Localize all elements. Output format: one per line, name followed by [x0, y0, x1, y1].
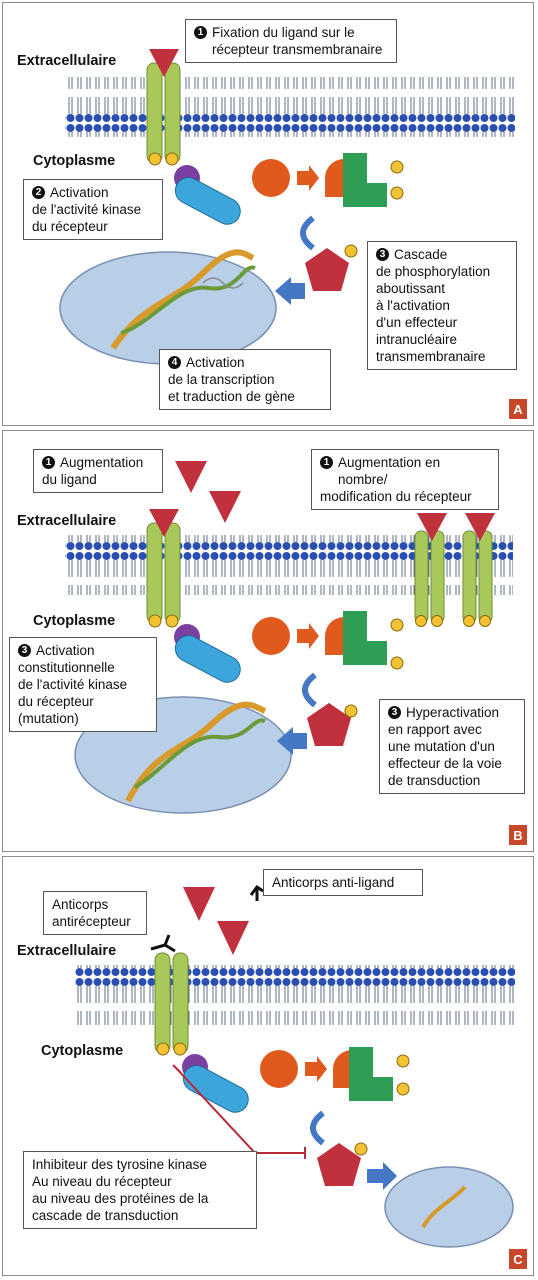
green-protein [343, 153, 387, 207]
cytoplasm-label: Cytoplasme [33, 153, 116, 169]
cell-membrane [65, 77, 515, 137]
dna-helix-icon [110, 249, 256, 350]
sos-protein [174, 624, 241, 683]
panel-c: Extracellulaire Cytoplasme Anticorps ant… [2, 856, 534, 1276]
curved-arrow [300, 215, 315, 251]
ligand-antibody-icon [249, 884, 264, 901]
panel-a-tag: A [509, 399, 527, 419]
green-protein [349, 1047, 393, 1101]
cytoplasm-label: Cytoplasme [33, 613, 116, 629]
extracellular-label: Extracellulaire [17, 513, 117, 529]
arrow-right [367, 1162, 397, 1190]
panel-c-illustration [75, 884, 515, 1248]
cell-membrane [75, 965, 515, 1025]
receptor-antibody-icon [150, 934, 176, 953]
orange-protein-1 [252, 159, 290, 197]
nucleus [59, 251, 277, 365]
cell-membrane [65, 535, 513, 595]
antibody-receptor-box: Anticorps antirécepteur [43, 891, 147, 935]
inhibitor-lines [172, 1064, 306, 1159]
sos-protein [174, 165, 241, 225]
panel-a-illustration [59, 49, 515, 365]
ligand-triangles [183, 887, 249, 955]
cytoplasm-label: Cytoplasme [41, 1043, 124, 1059]
extracellular-label: Extracellulaire [17, 943, 117, 959]
panel-b-illustration [65, 461, 513, 814]
pentagon-effector [317, 1143, 361, 1186]
ligand-triangle [149, 49, 179, 77]
ligand-triangles [149, 461, 495, 541]
panel-b-tag: B [509, 825, 527, 845]
pentagon-effector [307, 703, 351, 746]
antibody-ligand-box: Anticorps anti-ligand [263, 869, 423, 896]
arrow-left [275, 277, 305, 305]
panel-c-tag: C [509, 1249, 527, 1269]
orange-protein-1 [252, 617, 290, 655]
receptor [146, 522, 181, 628]
extra-receptors [414, 530, 493, 627]
arrow-right [297, 165, 319, 191]
receptor [154, 952, 189, 1056]
pentagon-effector [305, 248, 349, 291]
green-protein [343, 611, 387, 665]
inhibitor-box: Inhibiteur des tyrosine kinase Au niveau… [23, 1151, 257, 1229]
orange-protein-1 [260, 1050, 298, 1088]
receptor [146, 62, 181, 166]
extracellular-label: Extracellulaire [17, 53, 117, 69]
dna-helix-icon [125, 701, 267, 803]
sos-protein [182, 1054, 249, 1113]
dna-helix-icon [421, 1185, 467, 1229]
nucleus [384, 1166, 514, 1248]
